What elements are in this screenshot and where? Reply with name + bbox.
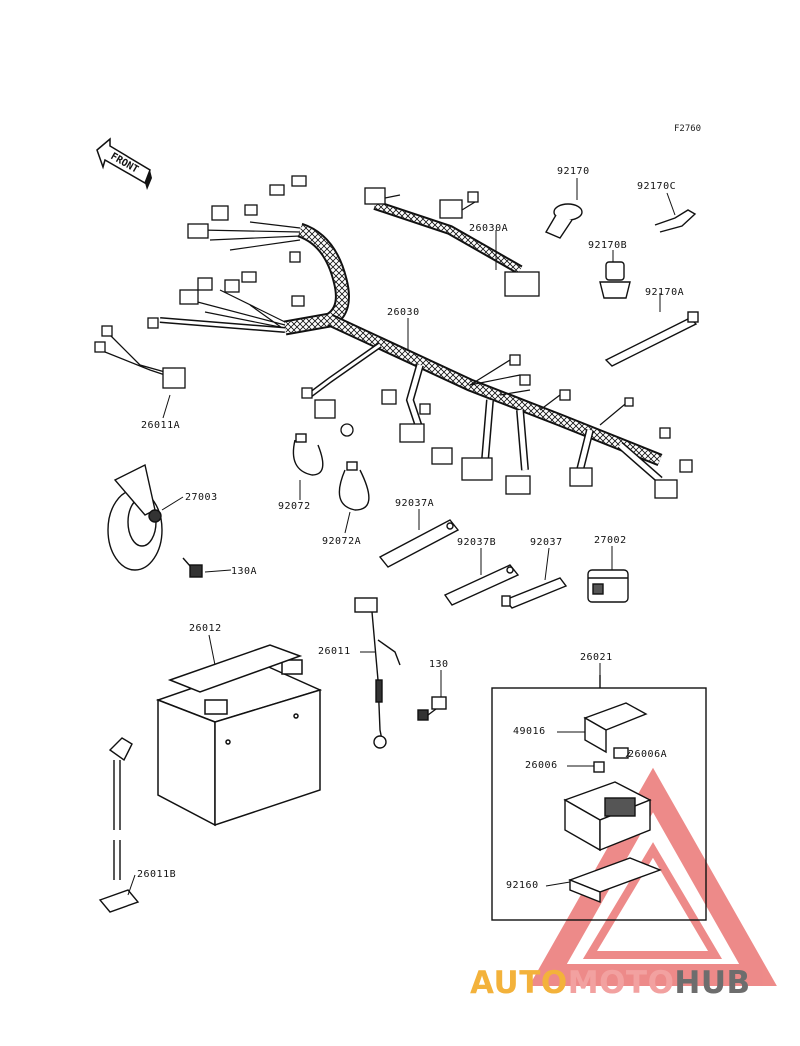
part-label-92037: 92037: [530, 537, 563, 548]
plate-92037b: [443, 564, 520, 606]
watermark-part3: HUB: [674, 965, 751, 1001]
relay-27002: [587, 569, 629, 603]
part-label-27003: 27003: [185, 492, 218, 503]
main-wiring-harness: [159, 221, 663, 484]
part-label-26006a: 26006A: [628, 749, 668, 760]
harness-connectors: [147, 175, 693, 499]
watermark-part1: AUTO: [470, 965, 568, 1001]
part-label-26030a: 26030A: [469, 223, 509, 234]
harness-26011a: [94, 325, 186, 389]
bolt-130: [417, 696, 447, 721]
clip-92170b: [599, 261, 631, 299]
band-92072: [292, 433, 324, 476]
battery-26012: [155, 644, 323, 827]
bracket-92037: [501, 577, 568, 609]
clamp-92170: [544, 203, 583, 239]
clip-92170c: [654, 209, 697, 233]
part-label-26012: 26012: [189, 623, 222, 634]
figure-code: F2760: [674, 124, 702, 134]
cable-26011: [354, 597, 401, 749]
part-label-26011b: 26011B: [137, 869, 177, 880]
front-arrow-icon: [96, 137, 152, 190]
sub-harness-26030a: [364, 187, 540, 297]
part-label-26030: 26030: [387, 307, 420, 318]
part-label-130: 130: [429, 659, 449, 670]
plate-92037a: [378, 519, 460, 568]
part-label-26006: 26006: [525, 760, 558, 771]
part-label-26011: 26011: [318, 646, 351, 657]
part-label-26011a: 26011A: [141, 420, 181, 431]
part-label-92072: 92072: [278, 501, 311, 512]
part-label-27002: 27002: [594, 535, 627, 546]
part-label-92037b: 92037B: [457, 537, 497, 548]
horn-27003: [107, 463, 203, 578]
cable-26011b: [98, 737, 140, 913]
part-label-92037a: 92037A: [395, 498, 435, 509]
watermark-logo: AUTOMOTOHUB: [470, 965, 751, 1001]
part-label-49016: 49016: [513, 726, 546, 737]
watermark-part2: MOTO: [567, 965, 675, 1001]
part-label-92170a: 92170A: [645, 287, 685, 298]
junction-box-26021: [563, 702, 662, 904]
band-92072a: [338, 461, 370, 511]
part-label-92170b: 92170B: [588, 240, 628, 251]
part-label-130a: 130A: [231, 566, 258, 577]
leader-lines: [127, 178, 676, 896]
part-label-92170: 92170: [557, 166, 590, 177]
part-label-26021: 26021: [580, 652, 613, 663]
part-label-92170c: 92170C: [637, 181, 677, 192]
part-label-92160: 92160: [506, 880, 539, 891]
strap-92170a: [604, 311, 699, 367]
part-label-92072a: 92072A: [322, 536, 362, 547]
